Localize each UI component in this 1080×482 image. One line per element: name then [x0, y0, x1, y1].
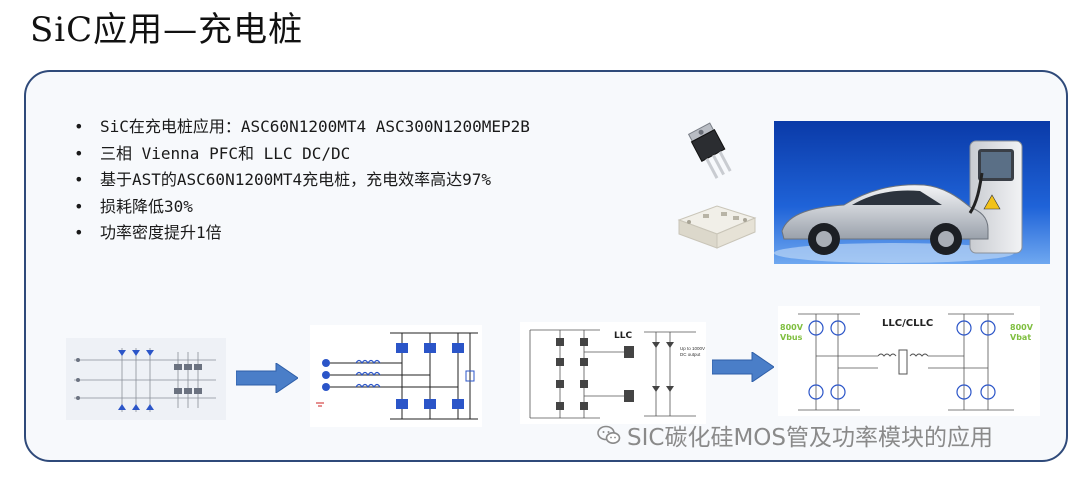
output-note: DC output — [680, 352, 701, 357]
vbus-label: Vbus — [780, 333, 803, 342]
slide-title: SiC应用—充电桩 — [30, 10, 304, 50]
cllc-schematic: LLC/CLLC 800V Vbus 800V Vbat — [778, 306, 1040, 416]
three-phase-pfc-schematic — [310, 325, 482, 427]
bullet-list: SiC在充电桩应用：ASC60N1200MT4 ASC300N1200MEP2B… — [74, 114, 530, 247]
output-note: Up to 1000V — [680, 346, 705, 351]
watermark-text: SIC碳化硅MOS管及功率模块的应用 — [627, 425, 993, 451]
llc-label: LLC — [614, 331, 632, 341]
llc-dcdc-schematic: LLC Up to 1000V DC output — [520, 322, 706, 424]
watermark: SIC碳化硅MOS管及功率模块的应用 — [597, 418, 993, 452]
ev-charging-photo — [774, 121, 1050, 264]
wechat-icon — [597, 425, 621, 444]
bullet-item: 损耗降低30% — [74, 194, 530, 221]
cllc-label: LLC/CLLC — [882, 318, 933, 329]
arrow-right-icon — [236, 363, 298, 393]
bullet-item: 功率密度提升1倍 — [74, 220, 530, 247]
bullet-item: 基于AST的ASC60N1200MT4充电桩，充电效率高达97% — [74, 167, 530, 194]
to220-package-image — [687, 122, 732, 179]
vbus-label: 800V — [780, 323, 804, 332]
power-module-image — [677, 205, 757, 249]
vienna-pfc-schematic — [66, 338, 226, 420]
vbat-label: 800V — [1010, 323, 1034, 332]
bullet-item: 三相 Vienna PFC和 LLC DC/DC — [74, 141, 530, 168]
arrow-right-icon — [712, 352, 774, 382]
bullet-item: SiC在充电桩应用：ASC60N1200MT4 ASC300N1200MEP2B — [74, 114, 530, 141]
vbat-label: Vbat — [1010, 333, 1031, 342]
